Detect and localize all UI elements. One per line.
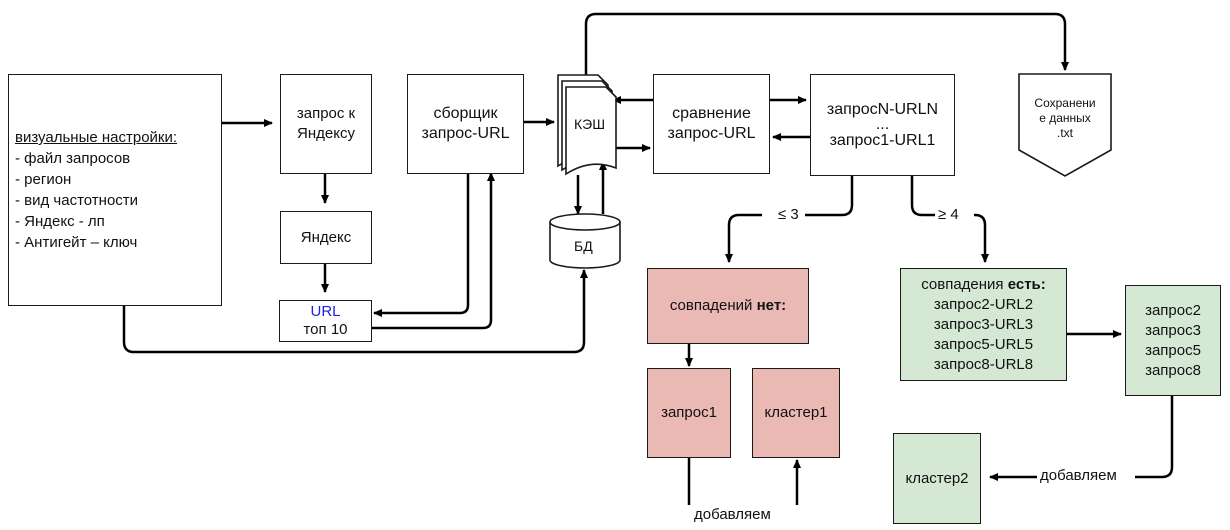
match-item: запрос8-URL8: [933, 355, 1034, 373]
settings-item: - Яндекс - лп: [15, 213, 105, 230]
db-label: БД: [574, 238, 593, 254]
match-box: совпадения есть: запрос2-URL2 запрос3-UR…: [900, 268, 1067, 381]
arrow-pairs-to-nomatch: [729, 176, 854, 262]
cluster1-box: кластер1: [752, 368, 840, 458]
match-item: запрос5-URL5: [933, 335, 1034, 353]
pairs-line: ...: [875, 116, 890, 133]
arrow-pairs-to-match: [910, 176, 985, 262]
db-shape: [549, 213, 621, 269]
yandex-label: Яндекс: [300, 228, 352, 246]
match-item: запрос2-URL2: [933, 295, 1034, 313]
add-right-label: добавляем: [1040, 467, 1117, 484]
arrow-queries-to-cluster2: [990, 396, 1174, 477]
cache-shape: [557, 74, 617, 176]
compare-box: сравнение запрос-URL: [653, 74, 770, 174]
queries-item: запрос2: [1145, 301, 1201, 319]
queries-box: запрос2 запрос3 запрос5 запрос8: [1125, 285, 1221, 396]
save-shape: [1018, 73, 1112, 177]
query1-box: запрос1: [647, 368, 731, 458]
arrow-url-to-collector: [372, 172, 495, 330]
save-line: е данных: [1039, 111, 1091, 125]
save-line: .txt: [1056, 126, 1073, 140]
settings-box: визуальные настройки: - файл запросов - …: [8, 74, 222, 306]
yandex-box: Яндекс: [280, 211, 372, 264]
queries-item: запрос8: [1145, 361, 1201, 379]
save-label: Сохранени е данных .txt: [1022, 96, 1108, 141]
match-title: совпадения есть:: [921, 275, 1046, 293]
settings-item: - вид частотности: [15, 192, 139, 209]
cluster1-label: кластер1: [764, 404, 828, 421]
add-bottom-label: добавляем: [694, 506, 771, 523]
branch-right-label: ≥ 4: [938, 206, 959, 223]
match-item: запрос3-URL3: [933, 315, 1034, 333]
cache-label: КЭШ: [574, 116, 606, 132]
url-label: URL: [310, 303, 341, 320]
branch-left-label: ≤ 3: [778, 206, 799, 223]
no-match-label: совпадений нет:: [669, 297, 787, 314]
collector-box: сборщик запрос-URL: [407, 74, 524, 174]
pairs-line: запросN-URLN: [826, 101, 939, 118]
no-match-box: совпадений нет:: [647, 268, 809, 344]
yandex-query-box: запрос к Яндексу: [280, 74, 372, 174]
arrow-cache-to-save: [584, 12, 1069, 75]
pairs-box: запросN-URLN ... запрос1-URL1: [810, 74, 955, 176]
cluster2-label: кластер2: [905, 469, 969, 487]
top10-label: топ 10: [303, 321, 348, 338]
compare-line: запрос-URL: [667, 125, 756, 142]
yandex-query-line: запрос к: [296, 105, 356, 122]
settings-title: визуальные настройки:: [15, 129, 178, 146]
pairs-line: запрос1-URL1: [829, 132, 936, 149]
arrow-collector-to-url: [373, 173, 470, 317]
queries-item: запрос5: [1145, 341, 1201, 359]
cluster2-box: кластер2: [893, 433, 981, 524]
settings-item: - файл запросов: [15, 150, 131, 167]
queries-item: запрос3: [1145, 321, 1201, 339]
collector-line: сборщик: [433, 105, 498, 122]
query1-label: запрос1: [661, 404, 717, 421]
compare-line: сравнение: [672, 105, 751, 122]
collector-line: запрос-URL: [421, 125, 510, 142]
settings-item: - Антигейт – ключ: [15, 234, 138, 251]
url-top-box: URL топ 10: [279, 300, 372, 342]
settings-item: - регион: [15, 171, 72, 188]
yandex-query-line: Яндексу: [297, 125, 355, 142]
arrow-settings-to-db: [122, 269, 588, 354]
save-line: Сохранени: [1034, 96, 1096, 110]
